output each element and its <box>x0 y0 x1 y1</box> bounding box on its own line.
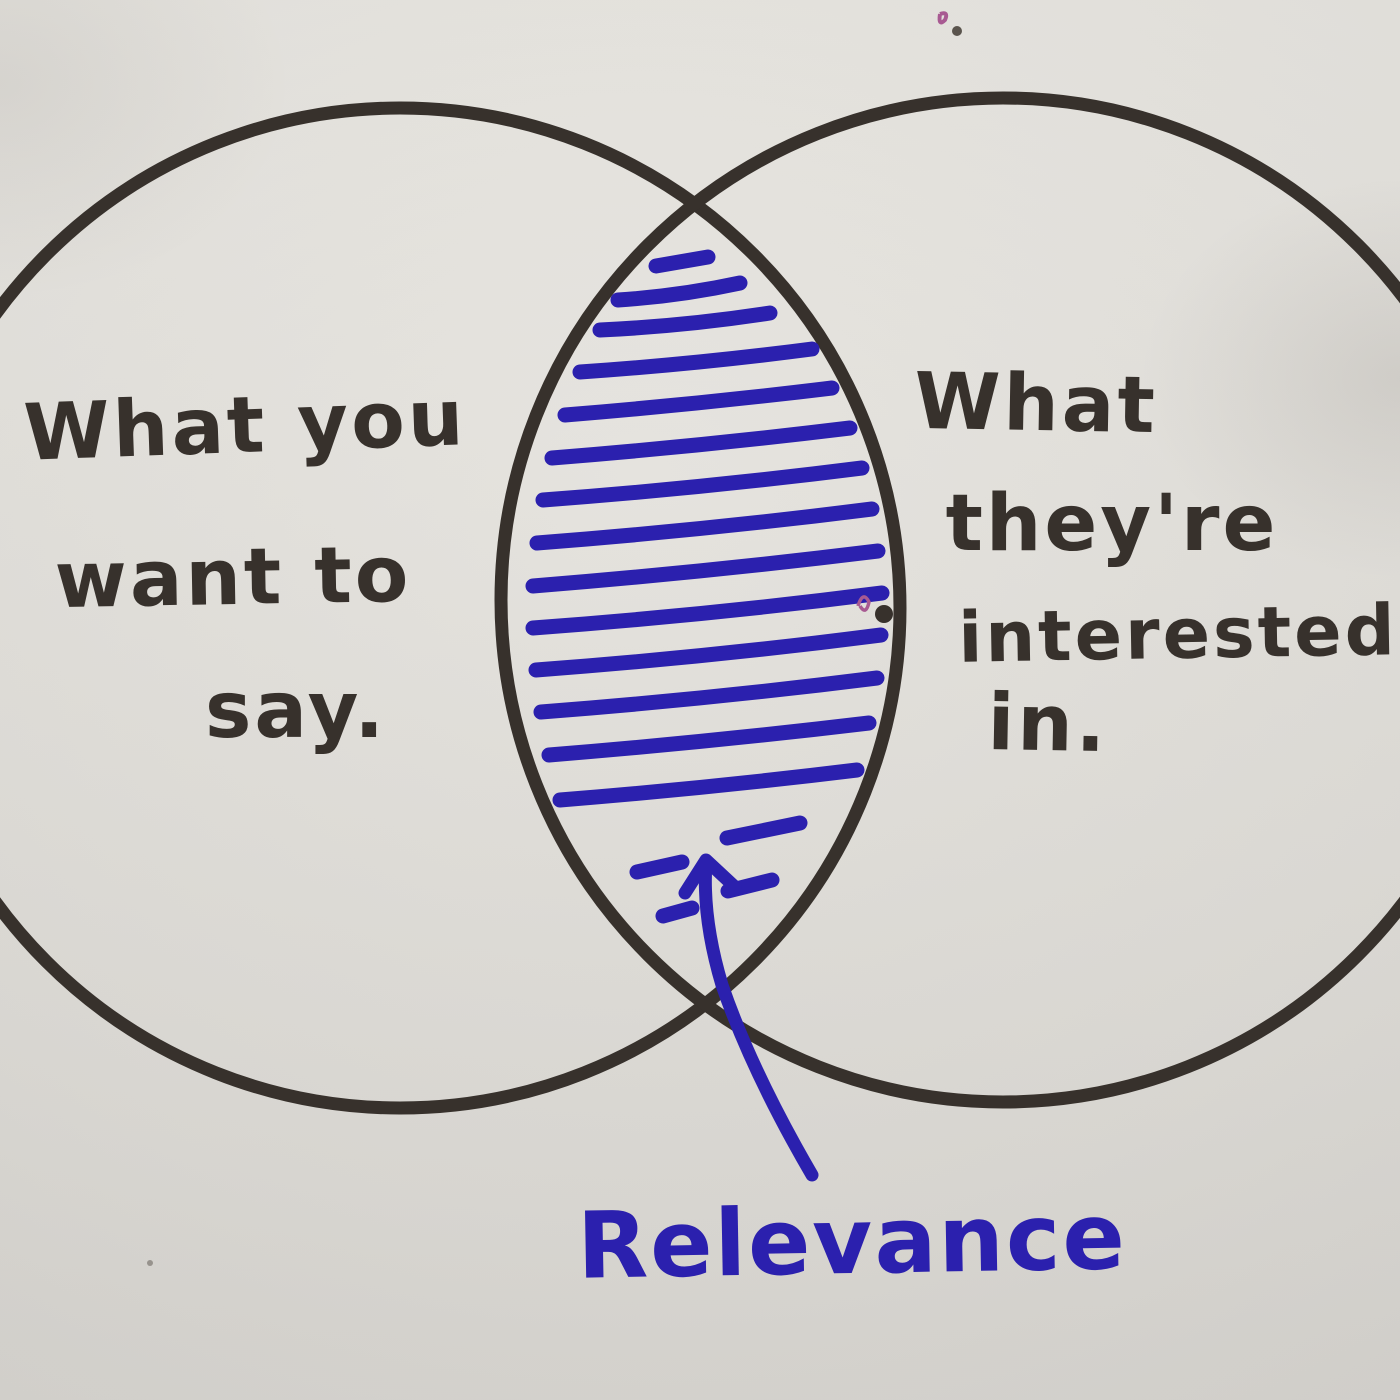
arc-ink-blob <box>875 605 893 623</box>
left-circle <box>0 101 907 1115</box>
hatch-line <box>648 249 716 274</box>
ink-speck <box>147 1260 153 1266</box>
hatch-dash <box>629 854 690 880</box>
stray-marks <box>147 11 962 1266</box>
right-label-line-4: in. <box>986 677 1110 771</box>
right-label-line-2: they're <box>945 479 1279 569</box>
overlap-label: Relevance <box>576 1183 1128 1300</box>
ink-speck <box>952 26 962 36</box>
right-label-line-1: What <box>913 356 1159 452</box>
hatch-dash <box>655 900 700 924</box>
hatch-line <box>528 627 889 678</box>
hatch-line <box>544 420 858 466</box>
arrow-head <box>678 853 742 900</box>
right-circle <box>494 91 1400 1109</box>
left-label-line-2: want to <box>53 529 413 627</box>
pink-speck <box>937 11 949 25</box>
pink-scribble <box>856 595 871 612</box>
hatch-line <box>552 762 865 808</box>
arrow-shaft <box>698 855 819 1182</box>
hatch-line <box>557 380 840 423</box>
hatch-line <box>572 341 820 380</box>
right-label-line-3: interested <box>957 589 1399 679</box>
hatch-line <box>529 501 880 551</box>
hatch-line <box>535 460 870 508</box>
hatch-line <box>541 715 877 763</box>
hatch-line <box>610 275 748 308</box>
hatch-dash <box>719 815 808 846</box>
hatch-line <box>533 670 885 720</box>
left-label-line-1: What you <box>22 373 468 479</box>
relevance-arrow <box>678 853 819 1182</box>
hatch-line <box>592 305 778 338</box>
overlap-hatching <box>525 249 890 924</box>
hatch-line <box>525 543 886 594</box>
left-label-line-3: say. <box>205 666 387 756</box>
venn-circles <box>0 91 1400 1115</box>
hatch-line <box>525 585 890 636</box>
